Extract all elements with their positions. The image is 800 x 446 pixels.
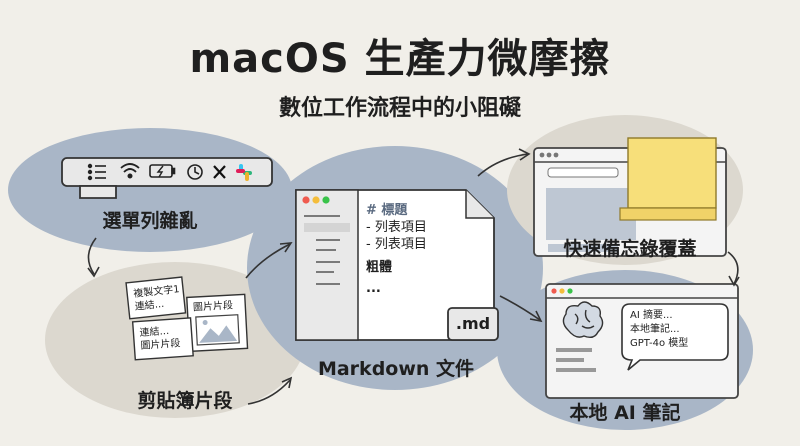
md-list-item: - 列表項目 <box>366 237 427 252</box>
page-title: macOS 生產力微摩擦 <box>189 36 611 82</box>
markdown-sidebar-lines <box>304 215 350 285</box>
arrow-clipboard-to-markdown <box>247 379 291 405</box>
md-list-item: - 列表項目 <box>366 220 427 235</box>
arrow-menubar-to-clipboard <box>87 237 97 275</box>
arrow-menubar-to-markdown <box>245 243 291 279</box>
menu-bar <box>61 157 273 199</box>
md-badge: .md <box>455 314 491 333</box>
arrow-sticky-to-ai <box>727 251 739 285</box>
window-min-dot <box>312 196 320 204</box>
list-icon <box>87 163 106 181</box>
sticky-note <box>627 137 717 209</box>
sticky-label: 快速備忘錄覆蓋 <box>563 238 697 260</box>
x-icon <box>213 165 226 179</box>
md-badge-box <box>447 307 499 341</box>
markdown-window <box>295 189 499 341</box>
menubar-label: 選單列雜亂 <box>102 210 198 232</box>
md-bold: 粗體 <box>366 260 393 275</box>
sticky-window <box>533 137 727 257</box>
ai-window <box>545 283 739 399</box>
slack-icon <box>236 164 252 181</box>
image-icon <box>195 314 240 346</box>
ai-speech-bubble <box>621 303 729 371</box>
flow-arrows <box>87 148 740 405</box>
clipboard-note-2 <box>186 293 249 353</box>
menu-dropdown-tab <box>79 185 117 199</box>
md-ellipsis: ... <box>366 281 381 296</box>
clipboard-note-1 <box>125 276 187 320</box>
brain-icon <box>562 301 604 339</box>
window-max-dot <box>322 196 330 204</box>
clipboard-note-3 <box>131 317 194 361</box>
ai-bubble-text: AI 摘要... 本地筆記... GPT-4o 模型 <box>630 310 689 349</box>
markdown-content: # 標題 - 列表項目 - 列表項目 粗體 ... <box>366 202 466 297</box>
wifi-icon <box>120 163 140 179</box>
menubar-blob <box>8 128 292 252</box>
markdown-label: Markdown 文件 <box>317 358 475 380</box>
ai-label: 本地 AI 筆記 <box>569 402 681 424</box>
md-heading: # 標題 <box>366 203 408 218</box>
clock-icon <box>187 164 203 180</box>
arrow-markdown-to-sticky <box>477 153 529 177</box>
window-close-dot <box>302 196 310 204</box>
clipboard-label: 剪貼簿片段 <box>137 390 233 412</box>
battery-icon <box>149 164 176 178</box>
clipboard-note-3-text: 連結... 圖片片段 <box>139 325 181 352</box>
arrow-markdown-to-ai <box>499 295 541 321</box>
page-subtitle: 數位工作流程中的小阻礙 <box>278 96 521 121</box>
